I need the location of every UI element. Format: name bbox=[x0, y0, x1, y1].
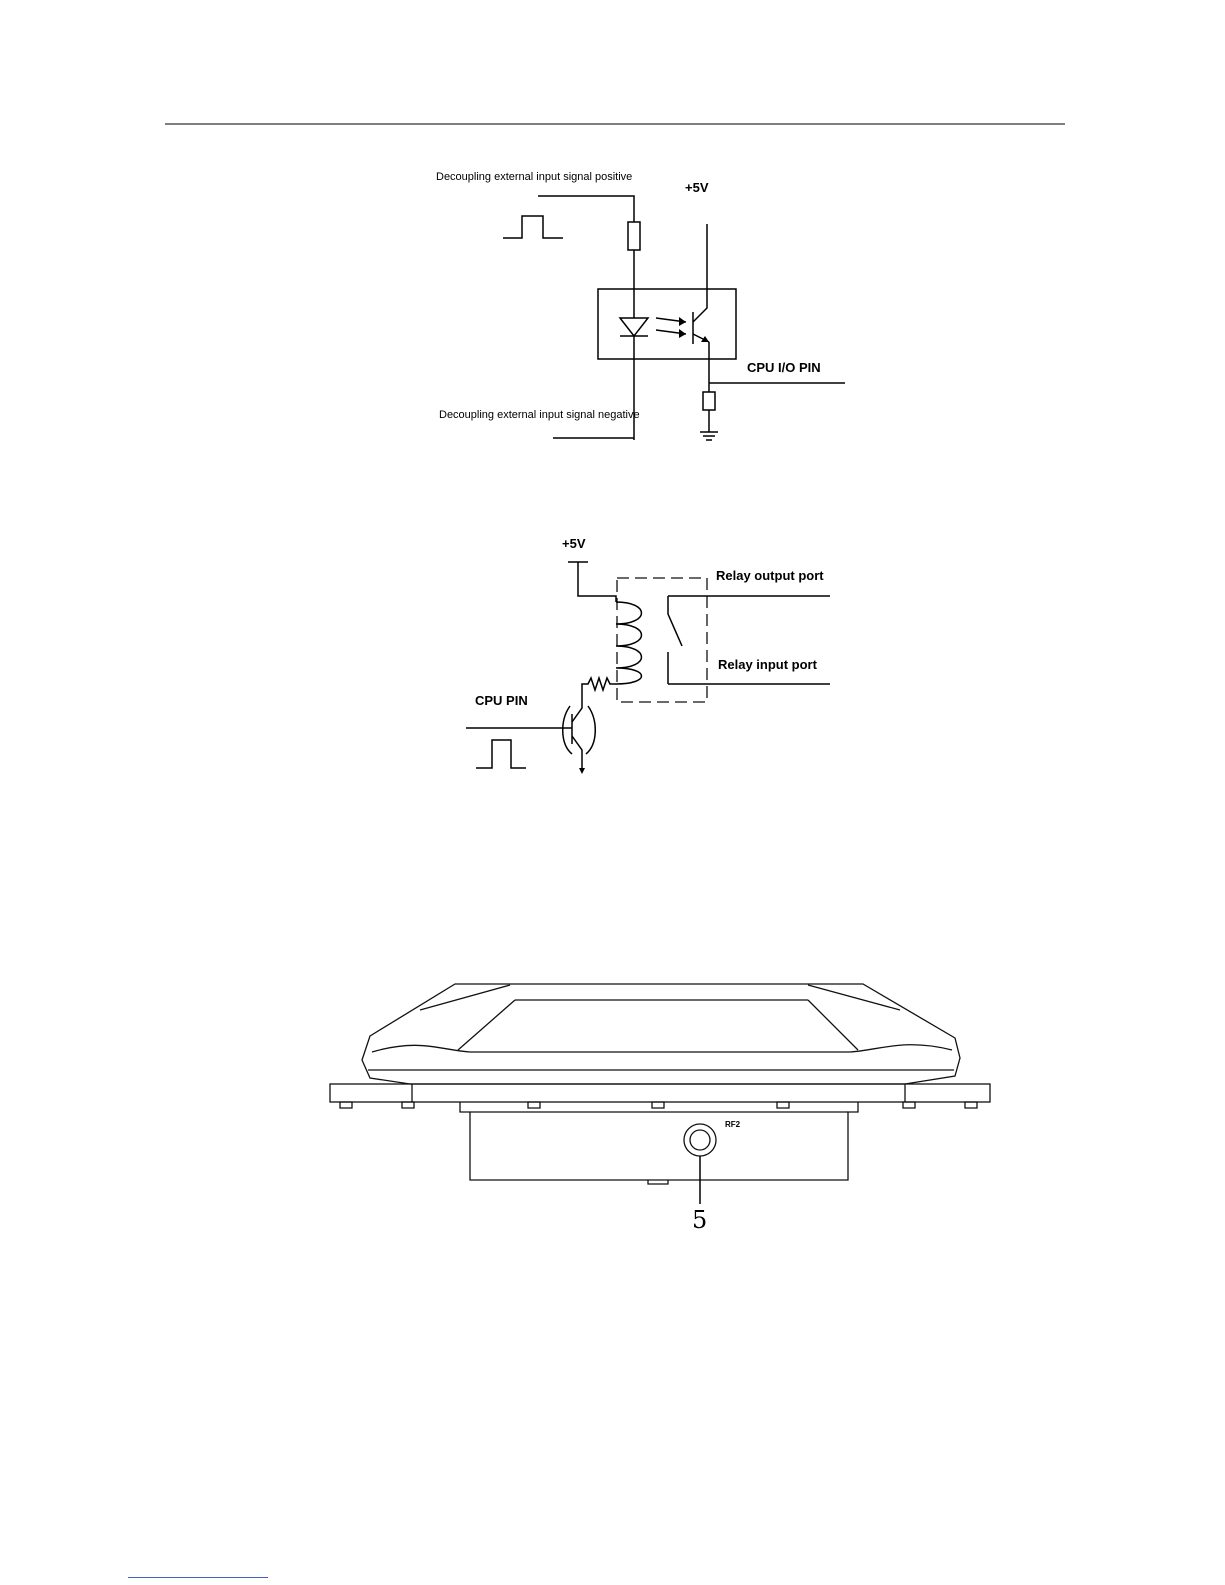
transistor-collector bbox=[572, 700, 582, 722]
flange-joints bbox=[412, 1084, 905, 1102]
relay-input-label: Relay input port bbox=[718, 657, 818, 672]
optocoupler-package bbox=[598, 289, 736, 359]
input-negative-label: Decoupling external input signal negativ… bbox=[439, 409, 640, 421]
rf2-connector-icon bbox=[684, 1124, 716, 1156]
transistor-emitter bbox=[572, 736, 582, 772]
footer-link-underline bbox=[128, 1577, 268, 1578]
pulldown-resistor bbox=[703, 392, 715, 410]
optocoupler-input-diagram: Decoupling external input signal positiv… bbox=[0, 160, 1225, 460]
relay-contact-upper bbox=[668, 596, 682, 646]
mounting-flange bbox=[330, 1084, 990, 1102]
input-pulse-icon bbox=[503, 216, 563, 238]
device-side-view: RF2 5 bbox=[0, 980, 1225, 1240]
ground-icon bbox=[700, 432, 718, 440]
cpu-pin-label: CPU PIN bbox=[475, 693, 528, 708]
emitter-ground-arrow bbox=[579, 768, 585, 774]
rf2-connector-label: RF2 bbox=[725, 1120, 741, 1129]
transistor-outline-right bbox=[586, 706, 595, 754]
light-arrow-head-2 bbox=[679, 329, 686, 338]
cpu-pulse-icon bbox=[476, 740, 526, 768]
base-resistor-icon bbox=[582, 678, 616, 700]
lower-enclosure bbox=[460, 1102, 858, 1180]
transistor-outline-left bbox=[563, 706, 572, 754]
positive-input-wire bbox=[538, 196, 634, 222]
header-rule bbox=[165, 123, 1065, 125]
relay-supply-label: +5V bbox=[562, 536, 586, 551]
callout-number: 5 bbox=[692, 1206, 707, 1234]
relay-coil-icon bbox=[616, 602, 642, 684]
flange-screws bbox=[340, 1102, 977, 1108]
relay-output-diagram: +5V Relay output port Relay input port C… bbox=[0, 530, 1225, 790]
cpu-io-pin-label: CPU I/O PIN bbox=[747, 360, 821, 375]
input-positive-label: Decoupling external input signal positiv… bbox=[436, 171, 632, 183]
light-arrow-head-1 bbox=[679, 317, 686, 326]
housing-top-outline bbox=[362, 984, 960, 1084]
supply-to-coil-wire bbox=[578, 562, 616, 602]
opto-supply-label: +5V bbox=[685, 180, 709, 195]
led-diode-icon bbox=[620, 318, 648, 336]
rf2-connector-inner bbox=[690, 1130, 710, 1150]
housing-facets bbox=[420, 985, 900, 1050]
relay-output-label: Relay output port bbox=[716, 568, 824, 583]
phototransistor-collector bbox=[693, 224, 707, 322]
input-resistor bbox=[628, 222, 640, 250]
